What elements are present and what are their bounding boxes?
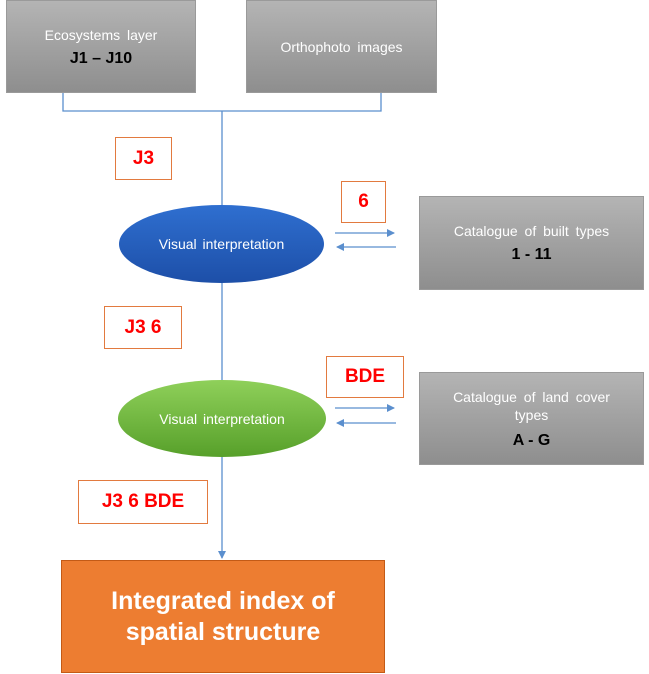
code-label-j3-6-bde: J3 6 BDE <box>78 480 208 524</box>
catalogue-land-cover-box: Catalogue of land cover types A - G <box>419 372 644 465</box>
code-label-bde: BDE <box>326 356 404 398</box>
code-label-6: 6 <box>341 181 386 223</box>
orthophoto-images-box: Orthophoto images <box>246 0 437 93</box>
orthophoto-images-title: Orthophoto images <box>280 38 403 55</box>
catalogue-land-cover-range: A - G <box>512 431 551 449</box>
ecosystems-layer-code: J1 – J10 <box>69 49 133 67</box>
integrated-index-title-line1: Integrated index of <box>111 586 335 615</box>
visual-interpretation-step-2-label: Visual interpretation <box>159 410 285 427</box>
integrated-index-title-line2: spatial structure <box>125 617 321 646</box>
code-label-j3: J3 <box>115 137 172 180</box>
catalogue-built-types-title: Catalogue of built types <box>453 223 610 239</box>
input-bracket <box>62 93 382 112</box>
visual-interpretation-step-2: Visual interpretation <box>118 380 326 457</box>
catalogue-land-cover-title-line1: Catalogue of land cover <box>453 388 610 405</box>
code-label-j3-6: J3 6 <box>104 306 182 349</box>
visual-interpretation-step-1: Visual interpretation <box>119 205 324 283</box>
catalogue-built-types-box: Catalogue of built types 1 - 11 <box>419 196 644 290</box>
catalogue-built-types-range: 1 - 11 <box>511 246 552 263</box>
ecosystems-layer-box: Ecosystems layer J1 – J10 <box>6 0 196 93</box>
catalogue-land-cover-title-line2: types <box>514 406 549 423</box>
integrated-index-box: Integrated index of spatial structure <box>61 560 385 673</box>
ecosystems-layer-title: Ecosystems layer <box>44 26 158 43</box>
visual-interpretation-step-1-label: Visual interpretation <box>158 236 285 252</box>
